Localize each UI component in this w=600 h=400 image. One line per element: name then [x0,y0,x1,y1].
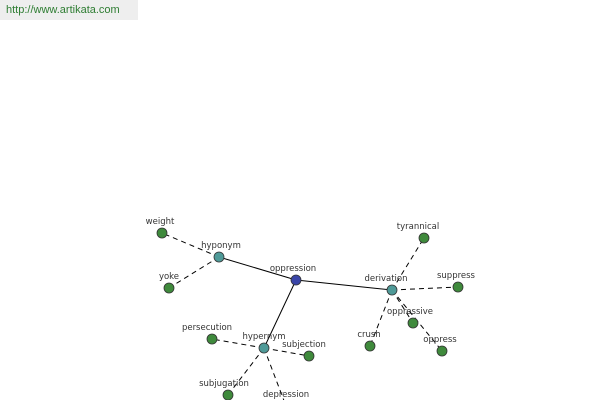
source-link[interactable]: http://www.artikata.com [0,0,138,20]
label-oppression[interactable]: oppression [270,264,316,274]
edge-derivation-suppress [391,286,459,291]
label-weight[interactable]: weight [146,217,175,227]
node-derivation[interactable] [386,284,398,296]
edge-oppression-hyponym [218,256,297,281]
label-depression[interactable]: depression [263,390,309,400]
node-hyponym[interactable] [213,251,225,263]
node-suppress[interactable] [452,281,464,293]
label-derivation[interactable]: derivation [364,274,407,284]
edge-derivation-crush [369,289,393,347]
node-persecution[interactable] [206,333,218,345]
label-suppress[interactable]: suppress [437,271,476,281]
edge-hypernym-depression [263,347,285,400]
labels-layer: oppression hyponym derivation hypernym weigh… [146,217,476,400]
label-subjection[interactable]: subjection [282,340,326,350]
node-hypernym[interactable] [258,342,270,354]
label-subjugation[interactable]: subjugation [199,379,249,389]
edge-oppression-hypernym [263,279,297,349]
node-subjugation[interactable] [222,389,234,400]
node-subjection[interactable] [303,350,315,362]
label-persecution[interactable]: persecution [182,323,232,333]
edge-hyponym-yoke [168,256,220,289]
label-hyponym[interactable]: hyponym [201,241,241,251]
edge-hypernym-subjection [263,347,310,357]
node-weight[interactable] [156,227,168,239]
node-oppression[interactable] [290,274,302,286]
edge-hypernym-subjugation [227,347,265,396]
edge-derivation-oppressive [391,289,414,324]
node-tyrannical[interactable] [418,232,430,244]
edge-oppression-derivation [295,279,393,291]
node-oppressive[interactable] [407,317,419,329]
label-tyrannical[interactable]: tyrannical [397,222,439,232]
nodes-layer [156,227,464,400]
label-yoke[interactable]: yoke [159,272,179,282]
node-yoke[interactable] [163,282,175,294]
node-oppress[interactable] [436,345,448,357]
label-crush[interactable]: crush [357,330,380,340]
label-hypernym[interactable]: hypernym [242,332,285,342]
edge-hyponym-weight [161,232,220,258]
label-oppressive[interactable]: oppressive [387,307,433,317]
label-oppress[interactable]: oppress [423,335,457,345]
edge-derivation-tyrannical [391,237,425,291]
node-crush[interactable] [364,340,376,352]
